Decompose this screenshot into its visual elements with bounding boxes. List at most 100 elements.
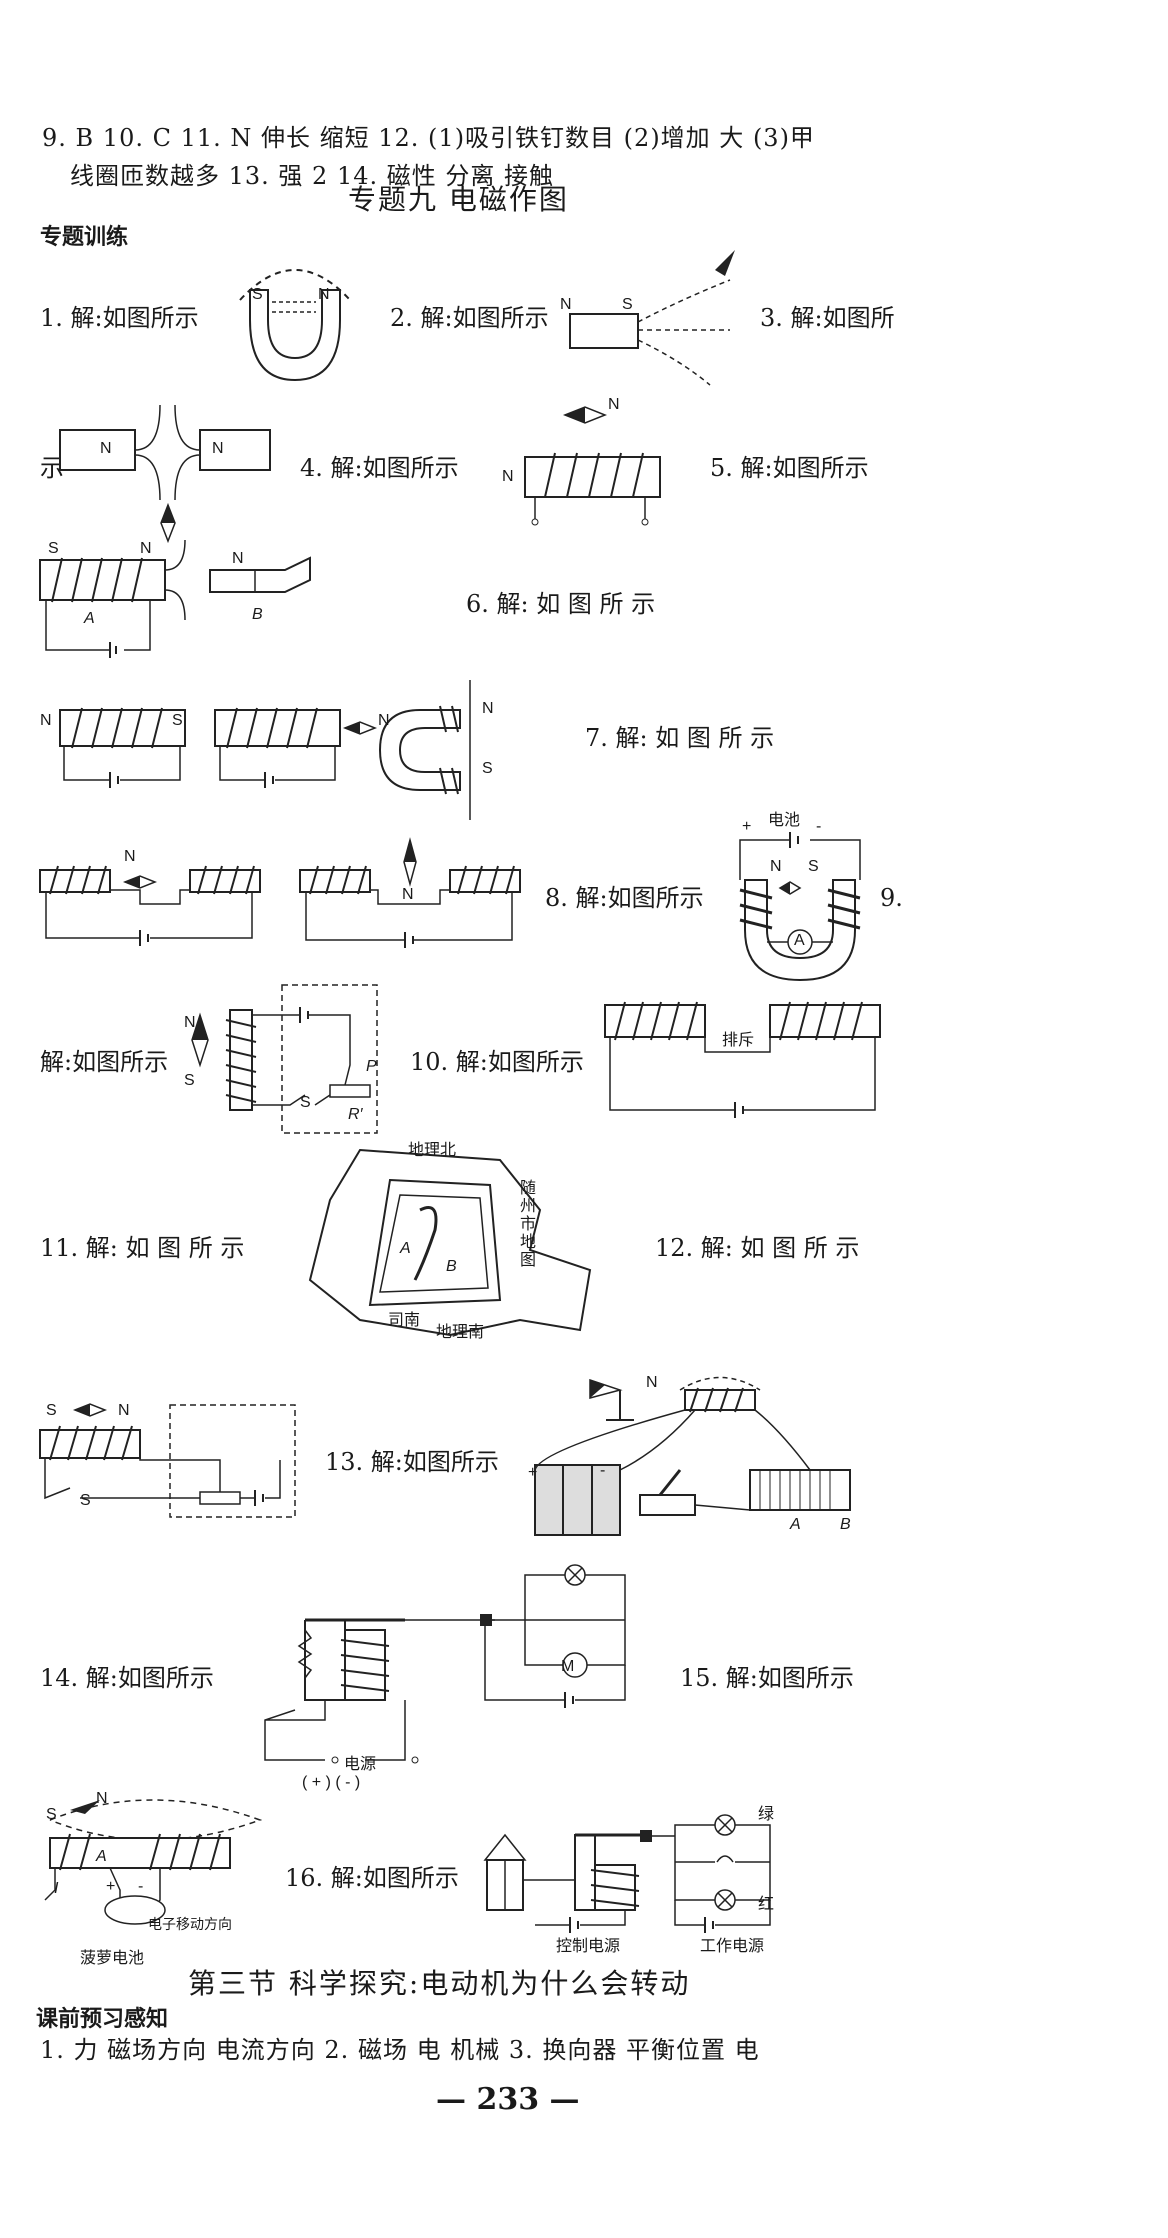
fig13-minus-label: - — [600, 1462, 606, 1479]
fig15-electron-dir: 电子移动方向 — [148, 1916, 232, 1932]
preview-heading: 课前预习感知 — [36, 2007, 169, 2032]
fig8-minus-label: - — [816, 818, 822, 835]
fig8-battery-label: 电池 — [768, 812, 801, 829]
fig6-n-needle: N — [378, 712, 390, 729]
item-5-label: 5. 解:如图所示 — [710, 454, 869, 482]
fig9-p-label: P — [366, 1058, 377, 1075]
figure-15-pineapple-battery — [44, 1799, 263, 1925]
fig8-s-label: S — [808, 858, 819, 875]
item-9-label: 9. — [880, 884, 903, 912]
fig16-green-label: 绿 — [758, 1806, 775, 1823]
fig7a-n-label: N — [124, 848, 136, 865]
figure-7b-two-coils — [299, 837, 521, 948]
fig6-n-horseshoe: N — [482, 700, 494, 717]
item-8-label: 8. 解:如图所示 — [545, 884, 704, 912]
fig10-repel-label: 排斥 — [722, 1032, 755, 1049]
fig6-n-left: N — [40, 712, 52, 729]
fig15-n-label: N — [96, 1790, 108, 1807]
fig15-s-label: S — [46, 1806, 57, 1823]
answers-line-2: 线圈匝数越多 13. 强 2 14. 磁性 分离 接触 — [70, 162, 555, 190]
item-10-label: 10. 解:如图所示 — [410, 1048, 584, 1076]
figure-8-u-core-with-ammeter — [739, 832, 861, 982]
fig4-n-needle: N — [608, 396, 620, 413]
fig5-s-label: S — [48, 540, 59, 557]
fig5-a-label: A — [84, 610, 95, 627]
fig13-plus-label: + — [528, 1464, 538, 1481]
fig9-n-label: N — [184, 1014, 196, 1031]
fig11-sinan: 司南 — [388, 1312, 421, 1329]
fig6-s-horseshoe: S — [482, 760, 493, 777]
fig15-plus-label: + — [106, 1878, 116, 1895]
fig8-n-label: N — [770, 858, 782, 875]
fig2-s-label: S — [622, 296, 633, 313]
fig11-a-label: A — [400, 1240, 411, 1257]
fig9-r-label: R′ — [348, 1106, 363, 1123]
figure-12-coil-rheostat — [39, 1403, 296, 1518]
fig13-n-label: N — [646, 1374, 658, 1391]
item-2-label: 2. 解:如图所示 — [390, 304, 549, 332]
item-13-label: 13. 解:如图所示 — [325, 1448, 499, 1476]
fig1-n-label: N — [318, 286, 330, 303]
figure-9-coil-rheostat — [191, 984, 378, 1134]
fig12-switch-label: S — [80, 1492, 91, 1509]
item-14-label: 14. 解:如图所示 — [40, 1664, 214, 1692]
fig15-pineapple-label: 菠萝电池 — [80, 1950, 145, 1967]
figure-16-water-level-alarm — [483, 1814, 771, 1933]
fig16-red-label: 红 — [758, 1896, 775, 1913]
fig11-geo-north: 地理北 — [408, 1142, 457, 1159]
fig5-b-label: B — [252, 606, 263, 623]
fig16-control-power: 控制电源 — [556, 1938, 621, 1955]
fig16-work-power: 工作电源 — [700, 1938, 765, 1955]
item-1-label: 1. 解:如图所示 — [40, 304, 199, 332]
fig15-a-label: A — [96, 1848, 107, 1865]
fig11-geo-south: 地理南 — [436, 1324, 485, 1341]
fig5-n-bar: N — [232, 550, 244, 567]
preview-line: 1. 力 磁场方向 电流方向 2. 磁场 电 机械 3. 换向器 平衡位置 电 — [40, 2036, 760, 2064]
figure-2-bar-magnet — [569, 250, 735, 386]
fig9-s-switch: S — [300, 1094, 311, 1111]
figure-4-solenoid — [524, 406, 661, 526]
item-11-label: 11. 解: 如 图 所 示 — [40, 1234, 245, 1262]
fig13-a-label: A — [790, 1516, 801, 1533]
fig1-s-label: S — [252, 286, 263, 303]
item-16-label: 16. 解:如图所示 — [285, 1864, 459, 1892]
fig12-s-label: S — [46, 1402, 57, 1419]
fig15-minus-label: - — [138, 1878, 144, 1895]
section3-title: 第三节 科学探究:电动机为什么会转动 — [188, 1967, 691, 2000]
item-4-label: 4. 解:如图所示 — [300, 454, 459, 482]
figure-14-relay-circuit — [264, 1564, 626, 1764]
figure-10-repel-coils — [604, 1001, 881, 1118]
fig14-motor-label: M — [561, 1658, 575, 1675]
training-heading: 专题训练 — [40, 225, 129, 250]
item-7-label: 7. 解: 如 图 所 示 — [585, 724, 775, 752]
figure-6-solenoids — [59, 680, 471, 820]
fig3-n-right: N — [212, 440, 224, 457]
page-number: — 233 — — [436, 2082, 580, 2117]
fig14-power-label: 电源 — [344, 1756, 377, 1773]
fig11-map-label: 随州市地图 — [520, 1180, 537, 1269]
fig5-n-coil: N — [140, 540, 152, 557]
fig8-plus-label: + — [742, 818, 752, 835]
figure-11-map-sinan — [308, 1148, 592, 1337]
item-9-label-cont: 解:如图所示 — [40, 1048, 169, 1076]
fig7b-n-label: N — [402, 886, 414, 903]
fig8-ammeter-label: A — [794, 932, 805, 949]
fig9-s-label: S — [184, 1072, 195, 1089]
fig2-n-label: N — [560, 296, 572, 313]
answers-line-1: 9. B 10. C 11. N 伸长 缩短 12. (1)吸引铁钉数目 (2)… — [42, 124, 815, 152]
fig6-s-left: S — [172, 712, 183, 729]
section-title: 专题九 电磁作图 — [348, 183, 569, 216]
fig15-i-label: I — [54, 1880, 59, 1897]
figure-5-coil-and-bar — [39, 539, 311, 658]
fig4-n-end: N — [502, 468, 514, 485]
figure-7a-two-coils — [39, 865, 261, 946]
item-12-label: 12. 解: 如 图 所 示 — [655, 1234, 860, 1262]
fig13-b-label: B — [840, 1516, 851, 1533]
fig3-n-left: N — [100, 440, 112, 457]
fig11-b-label: B — [446, 1258, 457, 1275]
figure-1-horseshoe-magnet — [239, 269, 351, 382]
item-3-label: 3. 解:如图所 — [760, 304, 895, 332]
figure-3-two-magnets — [59, 404, 271, 544]
fig14-power-polarity: ( + ) ( - ) — [302, 1774, 361, 1791]
figure-13-apparatus — [534, 1376, 851, 1536]
